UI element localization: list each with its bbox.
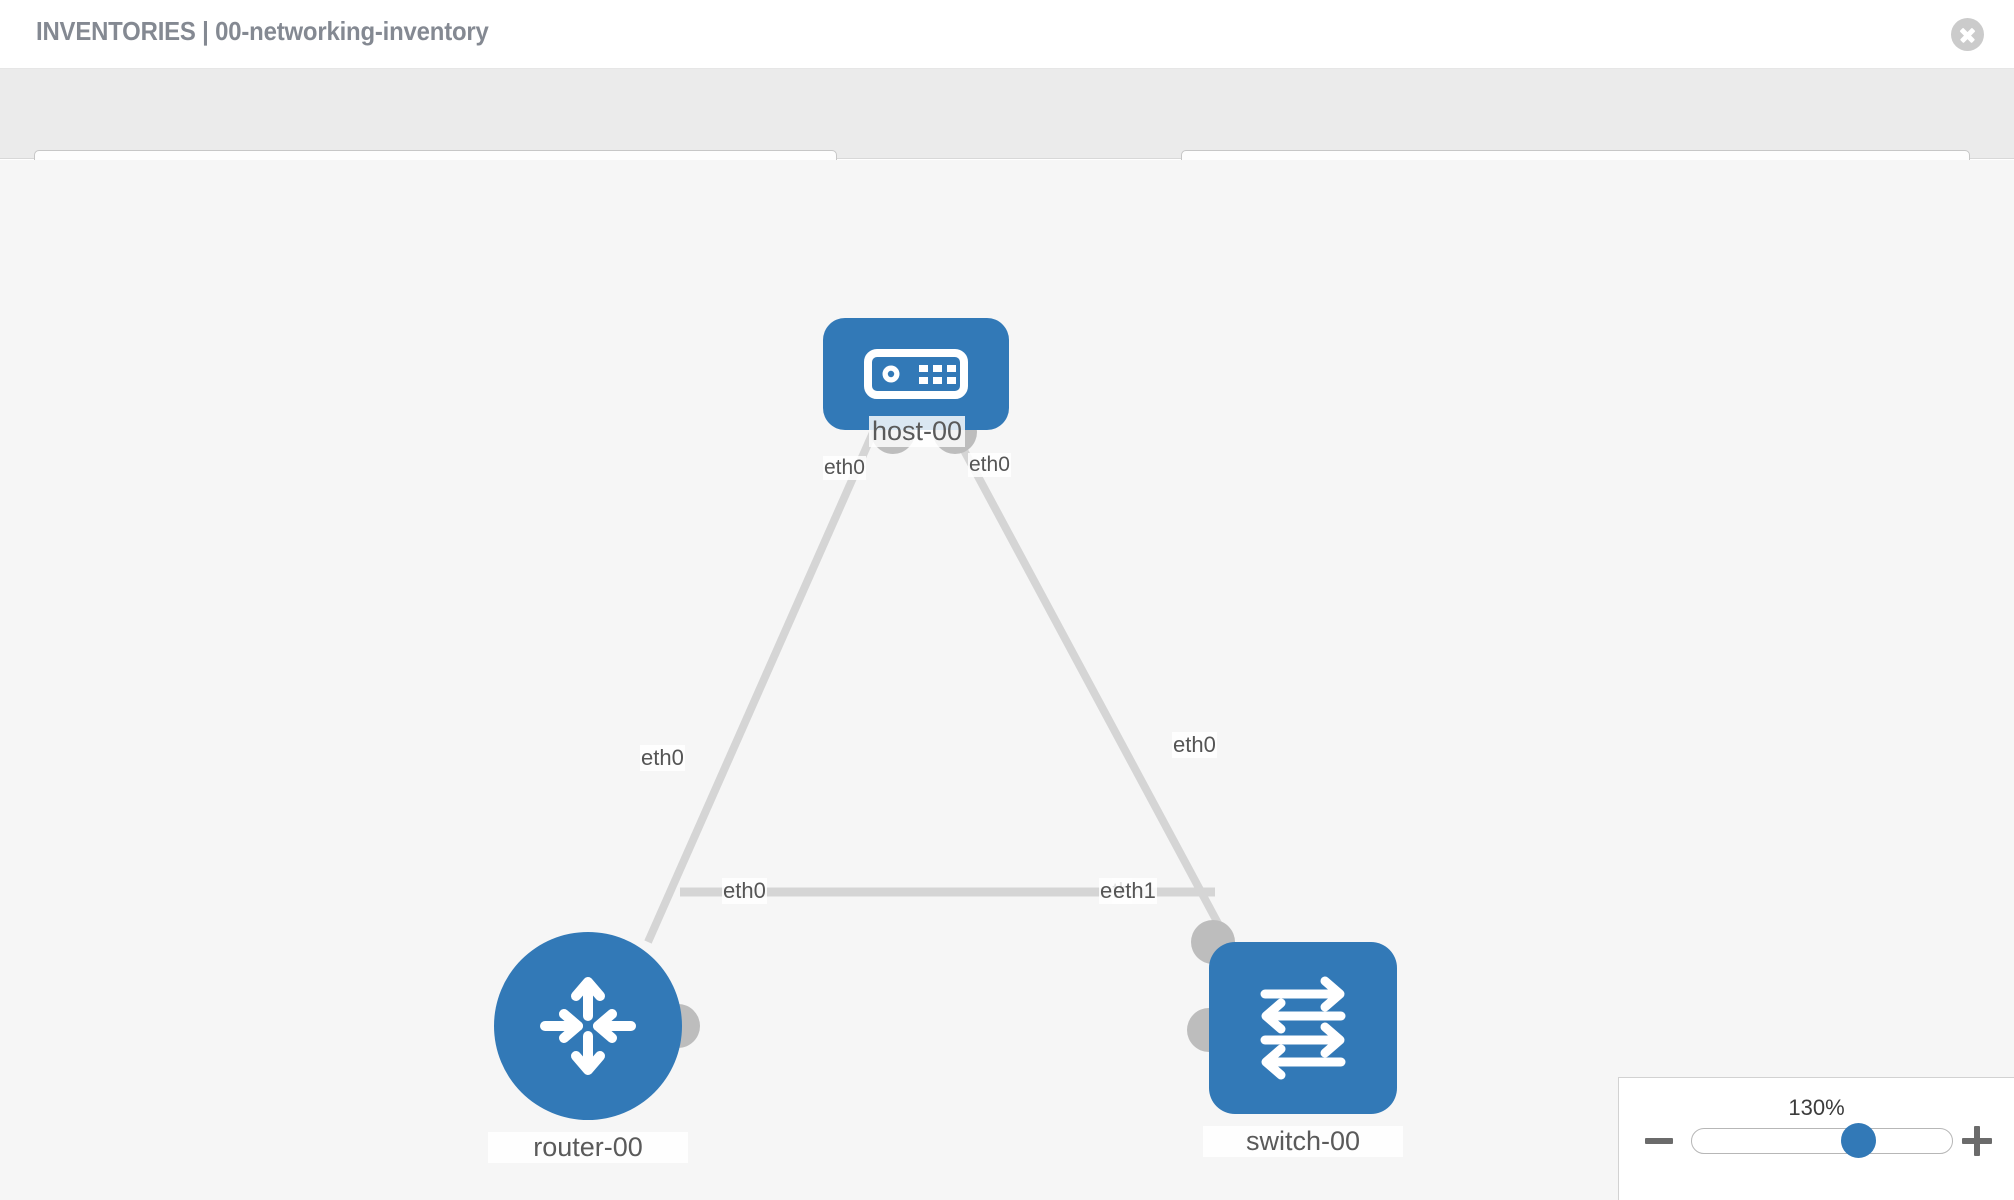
interface-label-switch-uplink: eth0 (1172, 732, 1217, 758)
link-host-router (644, 426, 879, 944)
router-node-shape[interactable] (494, 932, 682, 1120)
interface-label-router-right: eth0 (722, 878, 767, 904)
zoom-control-panel: 130% (1618, 1077, 2014, 1200)
node-label-switch-00: switch-00 (1203, 1126, 1403, 1157)
close-icon[interactable] (1951, 18, 1984, 51)
link-host-switch (948, 426, 1232, 944)
plus-icon[interactable] (1960, 1124, 1994, 1158)
switch-arrows-icon (1260, 976, 1346, 1080)
router-arrows-icon (540, 977, 636, 1075)
interface-label-host-left: eth0 (823, 456, 866, 480)
page-header: INVENTORIES | 00-networking-inventory (0, 0, 2014, 69)
switch-node-shape[interactable] (1209, 942, 1397, 1114)
interface-label-router-uplink: eth0 (640, 745, 685, 771)
toolbar: ACTIONS SEARCH (0, 69, 2014, 202)
interface-label-host-right: eth0 (968, 453, 1011, 477)
zoom-level-label: 130% (1788, 1095, 1845, 1120)
zoom-slider-thumb[interactable] (1841, 1123, 1876, 1158)
interface-label-switch-left-b: eth1 (1112, 878, 1157, 904)
node-label-router-00: router-00 (488, 1132, 688, 1163)
topology-canvas[interactable]: host-00 eth0 eth0 (0, 160, 2014, 1200)
page-title: INVENTORIES | 00-networking-inventory (36, 16, 489, 46)
node-label-host-00: host-00 (869, 416, 965, 447)
host-node-shape[interactable] (823, 318, 1009, 430)
zoom-slider[interactable] (1691, 1123, 1953, 1158)
topology-links (644, 426, 1232, 944)
minus-icon[interactable] (1643, 1124, 1677, 1158)
server-device-icon (864, 349, 968, 399)
